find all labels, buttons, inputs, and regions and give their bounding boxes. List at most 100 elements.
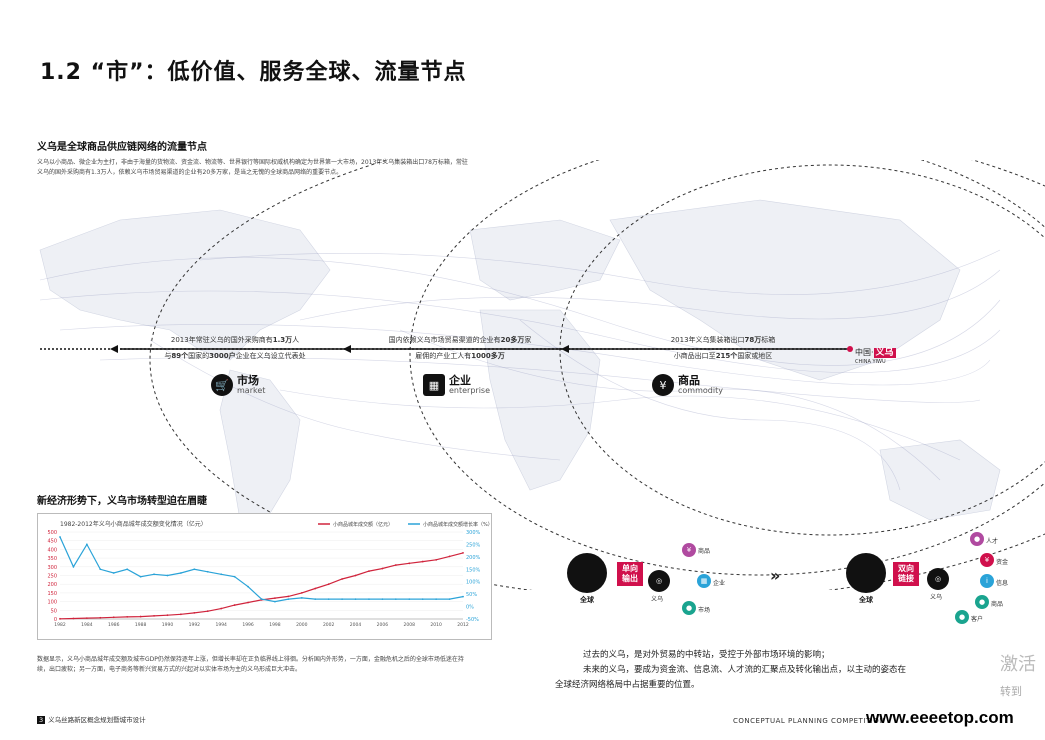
world-map-flow [39, 160, 1045, 590]
x-tick-label: 1982 [54, 622, 66, 628]
y-tick-label-left: 300 [47, 565, 57, 571]
series-point-1 [435, 598, 438, 601]
closing-line-2: 未来的义乌，要成为资金流、信息流、人才流的汇聚点及转化输出点，以主动的姿态在 [583, 665, 907, 675]
series-point-0 [462, 551, 464, 554]
y-tick-label-left: 500 [47, 530, 57, 536]
x-tick-label: 1996 [242, 622, 254, 628]
chart-panel: 1982-2012年义乌小商品城年成交额变化情况（亿元） 小商品城年成交额（亿元… [37, 513, 493, 640]
activate-notice: 激活 [1000, 654, 1036, 675]
series-point-0 [368, 570, 370, 573]
series-point-1 [247, 585, 249, 588]
section-description: 义乌以小商品、微企业为主打，非由于海量的货物流、资金流、物流等、世界银行等国际权… [37, 159, 468, 176]
node-market: ● [682, 601, 696, 615]
page-number: 3 [37, 716, 46, 724]
y-tick-label-right: 0% [466, 605, 474, 611]
arrow-icon: » [770, 566, 781, 585]
series-point-1 [99, 568, 102, 571]
y-tick-label-left: 450 [47, 539, 57, 545]
y-tick-label-right: 100% [466, 580, 481, 586]
series-point-1 [314, 598, 317, 601]
series-point-1 [462, 595, 464, 598]
y-axis-right: 300%250%200%150%100%50%0%-50% [466, 530, 481, 623]
chart-caption: 数据显示，义乌小商品城年成交额及城市GDP仍然保持逐年上涨，但增长率却在正负临界… [37, 656, 464, 673]
x-tick-label: 1994 [215, 622, 227, 628]
x-tick-label: 2000 [296, 622, 308, 628]
series-point-1 [126, 568, 129, 571]
node-goods: ● [975, 595, 989, 609]
y-tick-label-left: 0 [54, 617, 57, 623]
y-tick-label-right: 250% [466, 542, 481, 548]
x-tick-label: 1988 [135, 622, 147, 628]
x-tick-label: 2006 [377, 622, 389, 628]
closing-text: 过去的义乌，是对外贸易的中转站，受控于外部市场环境的影响； 未来的义乌，要成为资… [555, 648, 1005, 693]
x-tick-label: 2010 [430, 622, 442, 628]
globe-icon [567, 553, 607, 593]
x-tick-label: 2012 [457, 622, 469, 628]
series-point-1 [180, 572, 182, 574]
node-talent: ● [970, 532, 984, 546]
series-point-1 [341, 598, 343, 601]
section-title: 义乌是全球商品供应链网络的流量节点 [37, 142, 207, 153]
series-point-0 [448, 555, 451, 558]
y-tick-label-right: -50% [466, 617, 479, 623]
legend-label: 小商品城年成交额增长率（%） [423, 521, 491, 528]
x-tick-label: 1998 [269, 622, 281, 628]
series-point-1 [166, 574, 169, 577]
series-point-0 [327, 583, 330, 586]
x-tick-label: 2008 [404, 622, 416, 628]
series-point-0 [206, 610, 209, 613]
series-point-1 [354, 598, 357, 601]
series-point-1 [368, 598, 370, 601]
diagram-left-globe: 全球 [567, 553, 607, 605]
x-tick-label: 1992 [189, 622, 201, 628]
origin-label: 中国·义乌 CHINA YIWU [855, 340, 896, 365]
series-point-0 [220, 607, 223, 610]
diagram-right-globe: 全球 [846, 553, 886, 605]
series-point-0 [421, 560, 424, 563]
flow-axis [40, 345, 853, 353]
series-point-0 [381, 567, 384, 570]
series-point-0 [166, 614, 169, 617]
series-point-1 [112, 572, 115, 574]
closing-line-1: 过去的义乌，是对外贸易的中转站，受控于外部市场环境的影响； [583, 650, 830, 660]
series-point-0 [72, 617, 75, 620]
series-point-1 [300, 596, 303, 599]
y-tick-label-left: 50 [51, 608, 57, 614]
series-point-0 [394, 564, 397, 566]
series-point-1 [274, 600, 276, 603]
series-point-1 [153, 573, 155, 576]
closing-line-3: 全球经济网络格局中占据重要的位置。 [555, 680, 700, 690]
series-point-0 [408, 562, 411, 565]
y-tick-label-right: 150% [466, 567, 481, 573]
tag-one-way: 单向输出 [617, 562, 643, 586]
series-point-1 [260, 598, 263, 601]
y-tick-label-left: 250 [47, 574, 57, 580]
series-lines [59, 536, 464, 620]
watermark: www.eeeetop.com [866, 708, 1014, 727]
yen-icon: ¥ [652, 374, 674, 396]
series-line-1 [59, 536, 464, 603]
series-point-1 [381, 598, 384, 601]
series-point-0 [354, 574, 357, 577]
node-info: i [980, 574, 994, 588]
origin-en: CHINA YIWU [855, 359, 886, 365]
yiwu-node-left: ◎ [648, 570, 670, 592]
series-point-0 [153, 614, 155, 617]
influence-arcs [149, 160, 1045, 590]
building-icon: ▦ [423, 374, 445, 396]
x-tick-label: 1986 [108, 622, 120, 628]
series-point-0 [274, 597, 276, 600]
cart-icon: 🛒 [211, 374, 233, 396]
series-point-0 [99, 616, 102, 619]
origin-country: 中国· [855, 348, 874, 357]
series-point-0 [193, 612, 196, 614]
series-point-1 [139, 575, 142, 578]
series-point-1 [59, 536, 61, 538]
node-commodity: ¥ [682, 543, 696, 557]
node-client: ● [955, 610, 969, 624]
series-line-0 [59, 552, 464, 620]
